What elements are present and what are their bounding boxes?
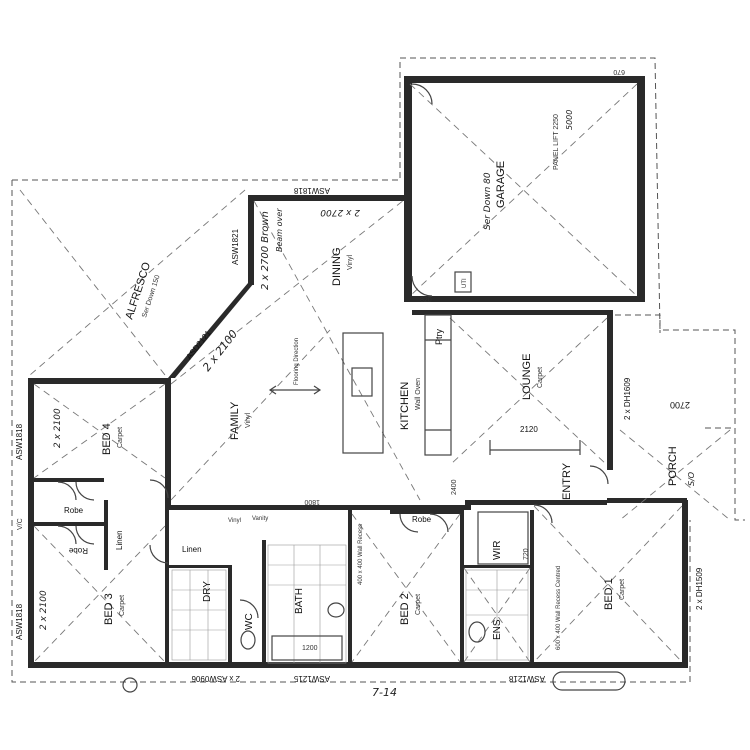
lounge-floor: Carpet [537,367,544,388]
bed2-mirror: 400 x 400 Wall Recess [358,524,364,585]
door-dining: 2 x 2700 Brown [260,211,271,290]
window-left-lower: ASW1818 [15,603,24,640]
porch-note: S/O [687,472,696,486]
beam-note: Beam over [275,208,284,252]
bath-label: BATH [294,588,305,614]
bed2-floor: Carpet [415,594,422,615]
uti-label: UTI [462,278,468,288]
bed3-floor: Carpet [119,595,126,616]
ldry-label: DRY [202,581,213,602]
kitchen-label: KITCHEN [399,382,411,430]
wc-label: WC [244,613,255,630]
garage-label: GARAGE [495,161,507,208]
window-lounge: 2 x DH1609 [623,377,632,420]
garage-top-dim: 670 [613,68,625,75]
cabinet-dining: 2 x 2700 [320,207,360,217]
wet-area-tiles [171,511,529,664]
window-bottom-right: ASW1218 [508,674,545,683]
room-labels: GARAGE Ser Down 80 ALFRESCO Ser Down 150… [64,161,696,640]
bed4-floor: Carpet [117,427,124,448]
family-label: FAMILY [229,401,241,440]
lounge-label: LOUNGE [521,354,533,400]
site-markers [122,671,626,693]
left-sub: V/C [17,518,24,530]
kitchen-floor: Wall Oven [415,378,422,410]
garage-note: Ser Down 80 [483,172,493,230]
flooring-arrow [268,385,322,395]
lounge-width: 2120 [520,425,538,434]
linen1-label: Linen [115,530,124,550]
dining-label: DINING [331,248,343,287]
vanity-label: Vanity [252,516,268,522]
bed3-label: BED 3 [103,593,115,625]
window-bottom-mid: ASW1215 [293,674,330,683]
robe-bed3-label: Robe [68,546,88,555]
bed1-mirror: 600 x 400 Wall Recess Centred [556,566,562,650]
entry-label: ENTRY [561,462,573,500]
garage-door-note: PANEL LIFT 2250 [553,114,560,170]
ptry-label: Ptry [434,328,444,345]
entry-dim: 2400 [451,479,458,495]
window-bottom-left: 2 x ASW0906 [191,674,240,683]
bed1-floor: Carpet [619,579,626,600]
window-left: ASW1818 [15,423,24,460]
ens-dim: 720 [523,548,530,560]
door-bed4: 2 x 2100 [53,408,63,448]
garage-side-dim: 820 [420,297,432,304]
wir-label: WIR [492,541,503,560]
door-bed3: 2 x 2100 [39,590,49,630]
robe-bed2-label: Robe [412,515,432,524]
flooring-direction: Flooring Direction [294,338,300,385]
annotations: ASW1818 ASW1821 ASD2121 2 x 2100 2 x 270… [15,68,704,699]
robe-bed4-label: Robe [64,506,84,515]
bath-dim: 1200 [302,645,318,652]
bath-window: 1800 [304,498,320,505]
door-swings [57,83,609,619]
hall-floor: Vinyl [228,518,241,524]
ens-label: ENS [492,619,503,640]
bed1-label: BED 1 [603,578,615,610]
window-alfresco: ASW1821 [231,228,240,265]
eave-lines [11,57,745,683]
room-diagonals [19,83,731,663]
porch-beam: 2700 [670,400,690,410]
bed2-label: BED 2 [399,593,411,625]
linen2-label: Linen [182,545,202,554]
family-floor: Vinyl [245,413,252,428]
porch-label: PORCH [667,446,679,486]
window-bed1: 2 x DH1509 [695,567,704,610]
kitchen-fixtures [342,271,581,456]
dining-floor: Vinyl [347,255,354,270]
window-top-left: ASW1818 [293,186,330,195]
walls [28,76,688,668]
garage-door-size: 5000 [565,110,574,130]
bed4-label: BED 4 [101,423,113,455]
bottom-dim: 7-14 [372,686,397,699]
